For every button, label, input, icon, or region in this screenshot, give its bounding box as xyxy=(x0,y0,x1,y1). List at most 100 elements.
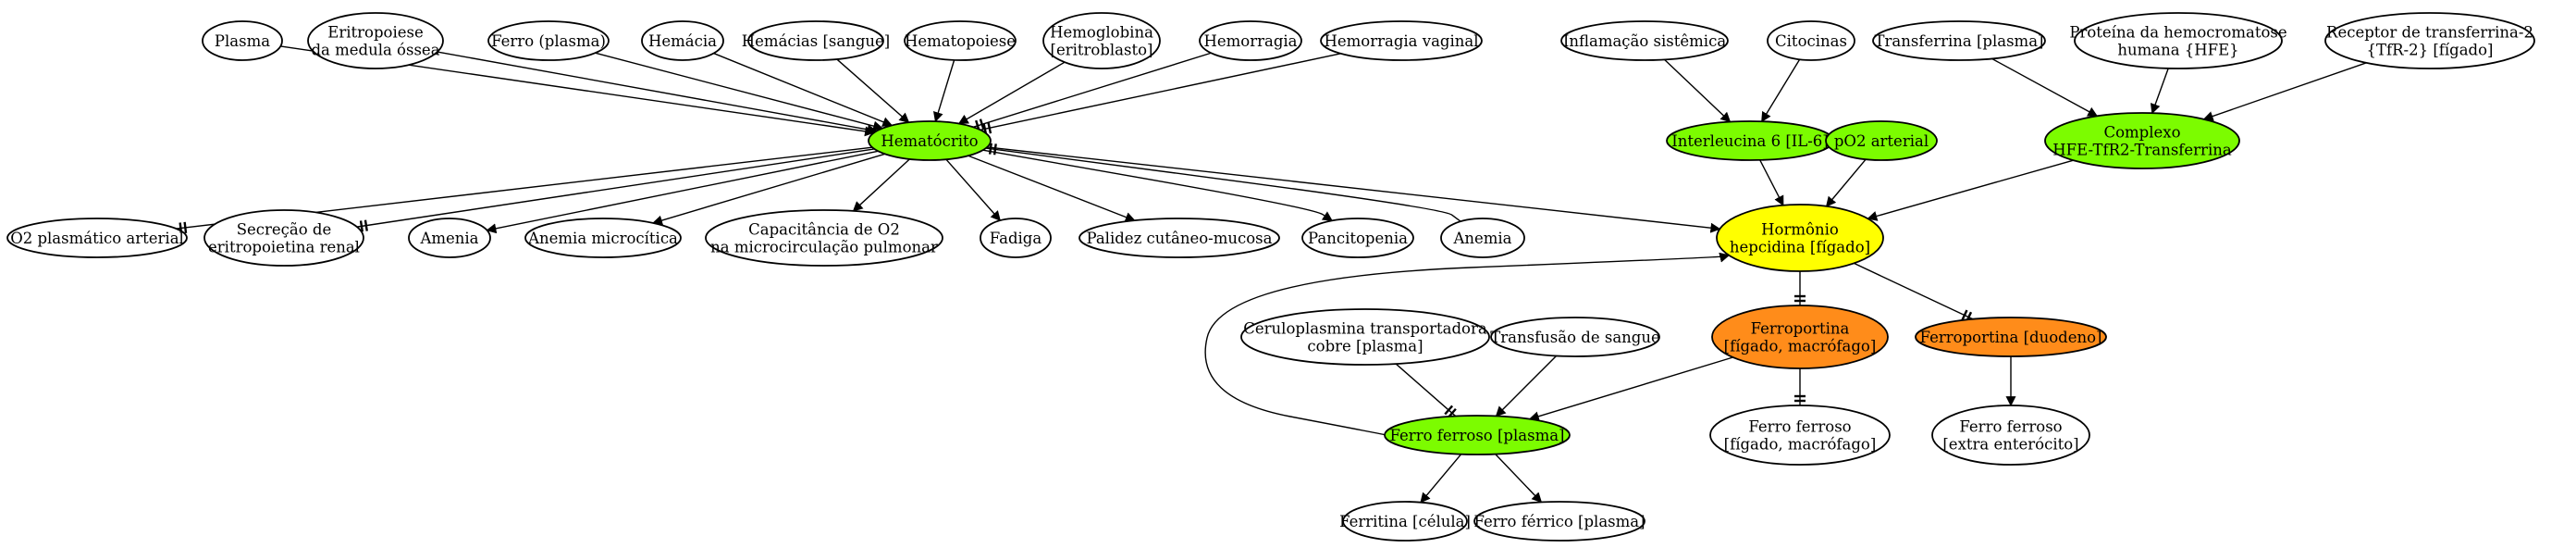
edge-line xyxy=(356,148,875,228)
node-label: Anemia microcítica xyxy=(527,230,678,247)
node-shape xyxy=(904,20,1017,61)
edge-line xyxy=(972,52,1212,128)
node-ferroportina-figado: Ferroportina[fígado, macrófago] xyxy=(1711,305,1889,369)
node-shape xyxy=(1716,204,1884,272)
edge-hepcidina-to-ferroportina-duodeno xyxy=(1854,262,1974,323)
node-shape xyxy=(980,218,1052,258)
edge-line xyxy=(486,150,879,234)
edge-line xyxy=(1495,355,1558,417)
node-label: Inflamação sistêmica xyxy=(1563,32,1726,50)
node-ferro-ferroso-figado: Ferro ferroso[fígado, macrófago] xyxy=(1709,405,1891,466)
node-ferritina: Ferritina [célula] xyxy=(1339,501,1471,542)
inhibition-tick xyxy=(364,219,368,231)
node-label: [fígado, macrófago] xyxy=(1724,436,1877,454)
edge-line xyxy=(987,146,1721,233)
node-shape xyxy=(1199,20,1302,61)
node-label: Hemácias [sangue] xyxy=(742,32,890,50)
node-label: Ferro ferroso xyxy=(1748,418,1851,436)
edge-line xyxy=(1420,454,1462,504)
edge-hemacia-to-hematocrito xyxy=(713,52,894,127)
node-ferro-ferroso-extra: Ferro ferroso[extra enterócito] xyxy=(1931,405,2090,466)
node-label: Transfusão de sangue xyxy=(1490,329,1660,346)
edge-ferro-ferroso-plasma-to-ferro-ferrico xyxy=(1495,454,1543,504)
edge-line xyxy=(1854,262,1974,320)
edge-line xyxy=(651,153,885,226)
node-shape xyxy=(1767,20,1855,61)
node-label: Ferro ferroso [plasma] xyxy=(1390,427,1565,444)
edge-ferroportina-figado-to-ferro-ferroso-plasma xyxy=(1528,356,1733,422)
edge-hemorragia-vaginal-to-hematocrito xyxy=(980,53,1341,135)
node-label: Ferritina [célula] xyxy=(1339,513,1471,530)
edge-line xyxy=(957,61,1066,125)
node-amenia: Amenia xyxy=(408,218,491,258)
node-shape xyxy=(2044,112,2240,169)
node-hemorragia: Hemorragia xyxy=(1199,20,1302,61)
node-label: Proteína da hemocromatose xyxy=(2069,24,2286,42)
edge-line xyxy=(1825,158,1867,207)
edge-line xyxy=(982,149,1334,222)
edge-hematocrito-to-palidez xyxy=(968,155,1136,222)
edge-transfusao-to-ferro-ferroso-plasma xyxy=(1495,355,1558,417)
node-hemacia: Hemácia xyxy=(641,20,724,61)
edge-hematocrito-to-amenia xyxy=(486,150,879,234)
node-shape xyxy=(1440,218,1525,258)
edge-citocinas-to-interleucina xyxy=(1761,58,1801,123)
node-label: Complexo xyxy=(2103,124,2180,142)
edge-ceruloplasmina-to-ferro-ferroso-plasma xyxy=(1395,363,1457,418)
node-shape xyxy=(1560,20,1729,61)
inhibition-tick xyxy=(359,220,364,232)
node-label: Hematopoiese xyxy=(905,32,1016,50)
node-label: Capacitância de O2 xyxy=(748,221,900,239)
node-shape xyxy=(1240,308,1490,366)
node-shape xyxy=(705,209,943,267)
node-interleucina: Interleucina 6 [IL-6] xyxy=(1666,120,1834,161)
node-label: Hormônio xyxy=(1761,221,1839,239)
node-transfusao: Transfusão de sangue xyxy=(1490,317,1660,357)
node-shape xyxy=(1711,305,1889,369)
node-label: Hemácia xyxy=(648,32,717,50)
node-po2: pO2 arterial xyxy=(1825,120,1938,161)
node-shape xyxy=(747,20,884,61)
node-shape xyxy=(1384,415,1571,455)
edge-inflamacao-to-interleucina xyxy=(1664,58,1732,123)
edge-line xyxy=(836,58,910,123)
node-label: humana {HFE} xyxy=(2117,42,2238,59)
edge-anemia-to-hematocrito xyxy=(985,143,1461,222)
edge-line xyxy=(1204,252,1731,436)
node-fadiga: Fadiga xyxy=(980,218,1052,258)
node-label: Hemorragia xyxy=(1203,32,1297,50)
edge-hemacias-sangue-to-hematocrito xyxy=(836,58,910,123)
node-shape xyxy=(1931,405,2090,466)
node-hemorragia-vaginal: Hemorragia vaginal xyxy=(1320,20,1483,61)
edge-complexo-to-hepcidina xyxy=(1867,159,2074,221)
edge-proteina-hfe-to-complexo xyxy=(2150,68,2169,115)
edge-hematocrito-to-fadiga xyxy=(945,158,1002,221)
node-label: Ferro férrico [plasma] xyxy=(1473,513,1645,530)
edge-line xyxy=(945,158,1002,221)
node-shape xyxy=(524,218,682,258)
inhibition-tick xyxy=(183,221,188,233)
inhibition-tick xyxy=(1961,309,1968,321)
edge-line xyxy=(2150,68,2169,115)
node-label: Plasma xyxy=(215,32,270,50)
node-label: O2 plasmático arterial xyxy=(10,230,184,247)
node-shape xyxy=(641,20,724,61)
node-label: Secreção de xyxy=(237,221,332,239)
node-label: na microcirculação pulmonar xyxy=(710,239,938,256)
edges-layer xyxy=(176,45,2367,504)
node-shape xyxy=(1915,317,2107,357)
edge-hematocrito-to-anemia-microcitica xyxy=(651,153,885,226)
node-citocinas: Citocinas xyxy=(1767,20,1855,61)
edge-eritropoiese-to-hematocrito xyxy=(437,51,878,135)
node-ferro-ferrico: Ferro férrico [plasma] xyxy=(1473,501,1645,542)
edge-line xyxy=(437,51,878,135)
node-label: HFE-TfR2-Transferrina xyxy=(2052,142,2232,159)
edge-line xyxy=(1867,159,2074,221)
node-shape xyxy=(1301,218,1414,258)
